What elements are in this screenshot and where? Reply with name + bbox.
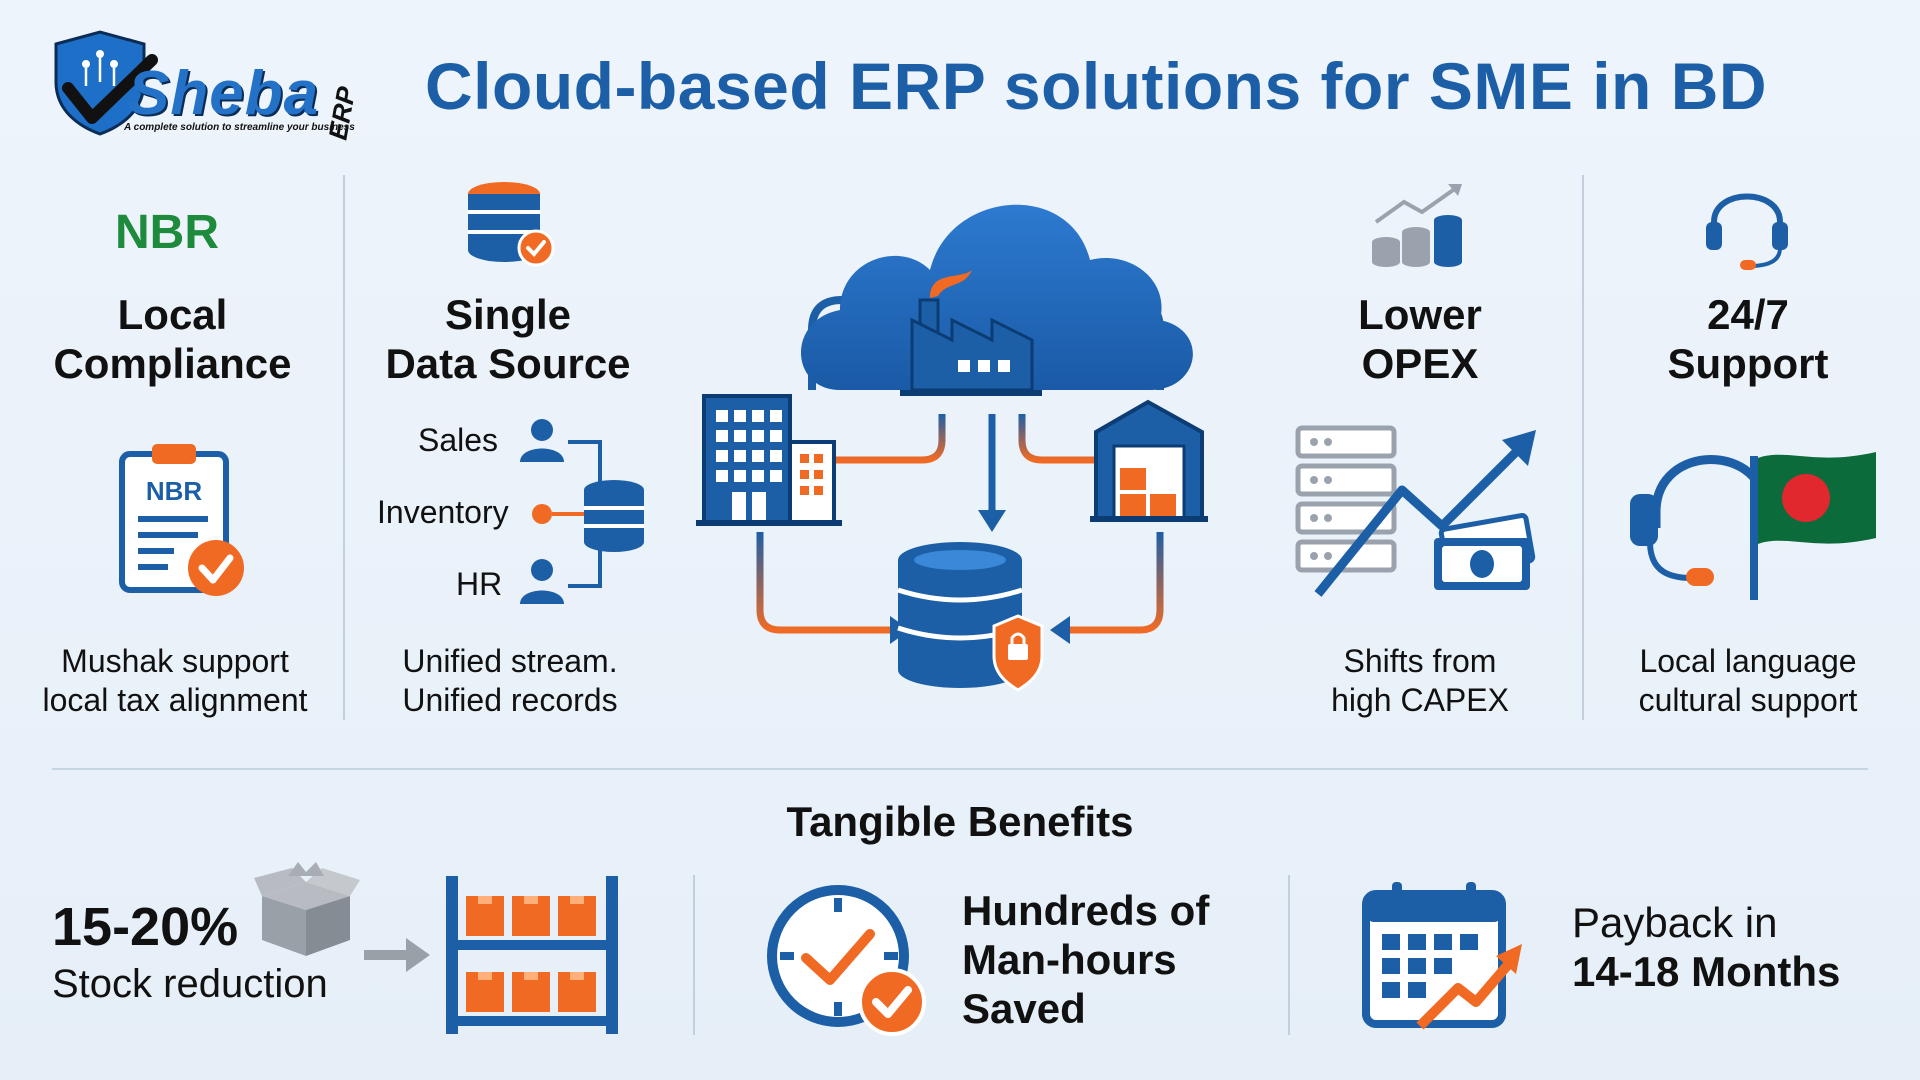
- divider: [1582, 175, 1584, 720]
- lower-opex-desc: Shifts from high CAPEX: [1331, 643, 1509, 718]
- nbr-badge: NBR: [115, 206, 219, 259]
- divider: [1288, 875, 1290, 1035]
- divider: [52, 768, 1868, 770]
- lower-opex-title: Lower OPEX: [1358, 291, 1482, 387]
- headset-icon: [1706, 193, 1788, 270]
- logo[interactable]: [40, 26, 380, 146]
- office-building-icon: [696, 394, 842, 526]
- logo-tagline: A complete solution to streamline your b…: [124, 122, 355, 133]
- page-title: Cloud-based ERP solutions for SME in BD: [425, 49, 1768, 123]
- benefits-title: Tangible Benefits: [786, 798, 1134, 845]
- data-source-sales: Sales: [418, 422, 499, 458]
- coins-growth-icon: [1372, 184, 1462, 267]
- data-source-diagram: [520, 419, 644, 604]
- divider: [693, 875, 695, 1035]
- local-compliance-title: Local Compliance: [53, 291, 292, 387]
- calendar-growth-icon: [1362, 882, 1522, 1030]
- servers-growth-icon: [1295, 425, 1536, 597]
- data-source-inventory: Inventory: [377, 494, 509, 530]
- headset-flag-icon: [1630, 452, 1876, 600]
- box-icon: [254, 862, 360, 956]
- factory-icon: [900, 270, 1042, 396]
- single-data-source-title: Single Data Source: [385, 291, 631, 387]
- clock-check-icon: [767, 885, 926, 1036]
- security-lock-icon: [992, 614, 1044, 692]
- clipboard-label: NBR: [146, 476, 203, 506]
- warehouse-icon: [1090, 399, 1208, 522]
- cash-icon: [1434, 513, 1536, 590]
- cloud-icon: [800, 204, 1193, 390]
- shelf-boxes-icon: [446, 876, 618, 1034]
- shield-icon: [54, 30, 158, 136]
- stock-reduction-value: 15-20%: [52, 897, 239, 957]
- divider: [343, 175, 345, 720]
- support-title: 24/7 Support: [1667, 291, 1829, 387]
- data-source-hr: HR: [456, 566, 503, 602]
- payback-text: Payback in 14-18 Months: [1572, 899, 1841, 995]
- arrow-right-icon: [364, 938, 430, 972]
- single-data-source-desc: Unified stream. Unified records: [402, 643, 618, 718]
- database-check-icon: [468, 182, 555, 267]
- manhours-text: Hundreds of Man-hours Saved: [962, 887, 1210, 1032]
- logo-wordmark: Sheba: [128, 59, 320, 128]
- support-desc: Local language cultural support: [1638, 643, 1858, 718]
- stock-reduction-label: Stock reduction: [52, 962, 328, 1006]
- cloud-erp-diagram: [696, 204, 1208, 692]
- central-database-icon: [897, 542, 1023, 688]
- nbr-clipboard-icon: NBR: [119, 444, 244, 596]
- local-compliance-desc: Mushak support local tax alignment: [42, 643, 308, 718]
